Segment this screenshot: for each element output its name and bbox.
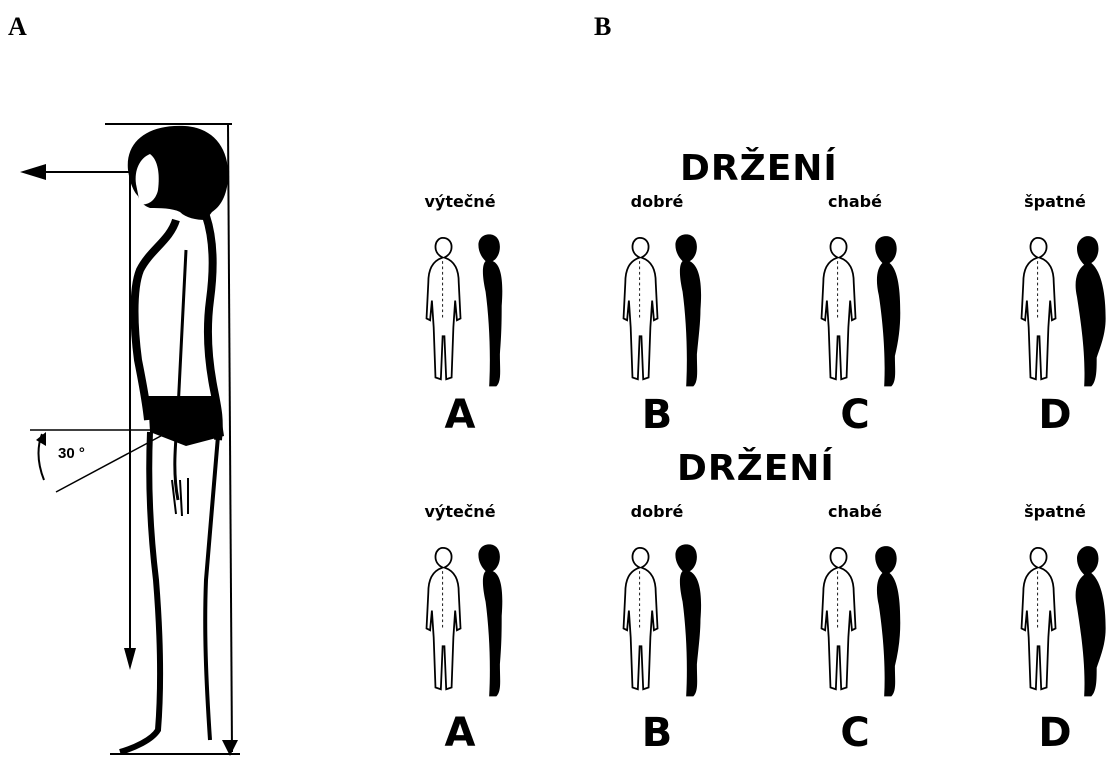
back-view-outline bbox=[624, 238, 658, 379]
posture-label: chabé bbox=[795, 192, 915, 211]
posture-figures bbox=[607, 220, 717, 390]
posture-label: výtečné bbox=[400, 502, 520, 521]
posture-label: dobré bbox=[597, 192, 717, 211]
plumb-arrowhead-icon bbox=[124, 648, 136, 670]
back-view-outline bbox=[822, 238, 856, 379]
back-leg bbox=[205, 436, 218, 740]
panel-b-letter: B bbox=[594, 12, 611, 42]
posture-figures bbox=[410, 530, 520, 700]
posture-cell-c: chabéC bbox=[795, 508, 915, 748]
front-leg bbox=[120, 432, 160, 752]
posture-title-top: DRŽENÍ bbox=[680, 148, 980, 189]
posture-cell-a: výtečnéA bbox=[400, 198, 520, 438]
angle-label: 30 ° bbox=[58, 445, 85, 462]
posture-title-bottom: DRŽENÍ bbox=[677, 448, 977, 489]
posture-cell-b: dobréB bbox=[597, 508, 717, 748]
back-view-outline bbox=[1022, 238, 1056, 379]
front-outline bbox=[135, 220, 177, 420]
back-view-outline bbox=[822, 548, 856, 689]
posture-figures bbox=[607, 530, 717, 700]
posture-letter: D bbox=[995, 710, 1111, 756]
posture-figures bbox=[1005, 530, 1111, 700]
posture-letter: B bbox=[597, 392, 717, 438]
panel-a-letter: A bbox=[8, 12, 27, 42]
posture-letter: B bbox=[597, 710, 717, 756]
side-posture-figure bbox=[0, 100, 300, 765]
side-silhouette bbox=[675, 544, 701, 696]
posture-figures bbox=[805, 220, 915, 390]
posture-letter: A bbox=[400, 392, 520, 438]
right-frame-line bbox=[228, 124, 232, 752]
posture-letter: C bbox=[795, 392, 915, 438]
side-silhouette bbox=[875, 236, 900, 386]
side-silhouette bbox=[478, 544, 502, 696]
side-silhouette bbox=[875, 546, 900, 696]
side-silhouette bbox=[675, 234, 701, 386]
posture-cell-a: výtečnéA bbox=[400, 508, 520, 748]
posture-cell-d: špatnéD bbox=[995, 508, 1111, 748]
briefs bbox=[148, 396, 224, 446]
back-view-outline bbox=[427, 548, 461, 689]
arm bbox=[175, 250, 186, 500]
side-silhouette bbox=[478, 234, 502, 386]
posture-figures bbox=[410, 220, 520, 390]
posture-label: dobré bbox=[597, 502, 717, 521]
posture-label: špatné bbox=[995, 192, 1111, 211]
posture-figures bbox=[1005, 220, 1111, 390]
back-view-outline bbox=[624, 548, 658, 689]
posture-cell-d: špatnéD bbox=[995, 198, 1111, 438]
posture-cell-b: dobréB bbox=[597, 198, 717, 438]
posture-letter: C bbox=[795, 710, 915, 756]
posture-letter: A bbox=[400, 710, 520, 756]
posture-label: výtečné bbox=[400, 192, 520, 211]
posture-letter: D bbox=[995, 392, 1111, 438]
posture-label: špatné bbox=[995, 502, 1111, 521]
gaze-arrowhead-icon bbox=[20, 164, 46, 180]
side-silhouette bbox=[1076, 236, 1106, 386]
posture-cell-c: chabéC bbox=[795, 198, 915, 438]
posture-figures bbox=[805, 530, 915, 700]
back-view-outline bbox=[1022, 548, 1056, 689]
back-view-outline bbox=[427, 238, 461, 379]
posture-label: chabé bbox=[795, 502, 915, 521]
side-silhouette bbox=[1076, 546, 1106, 696]
